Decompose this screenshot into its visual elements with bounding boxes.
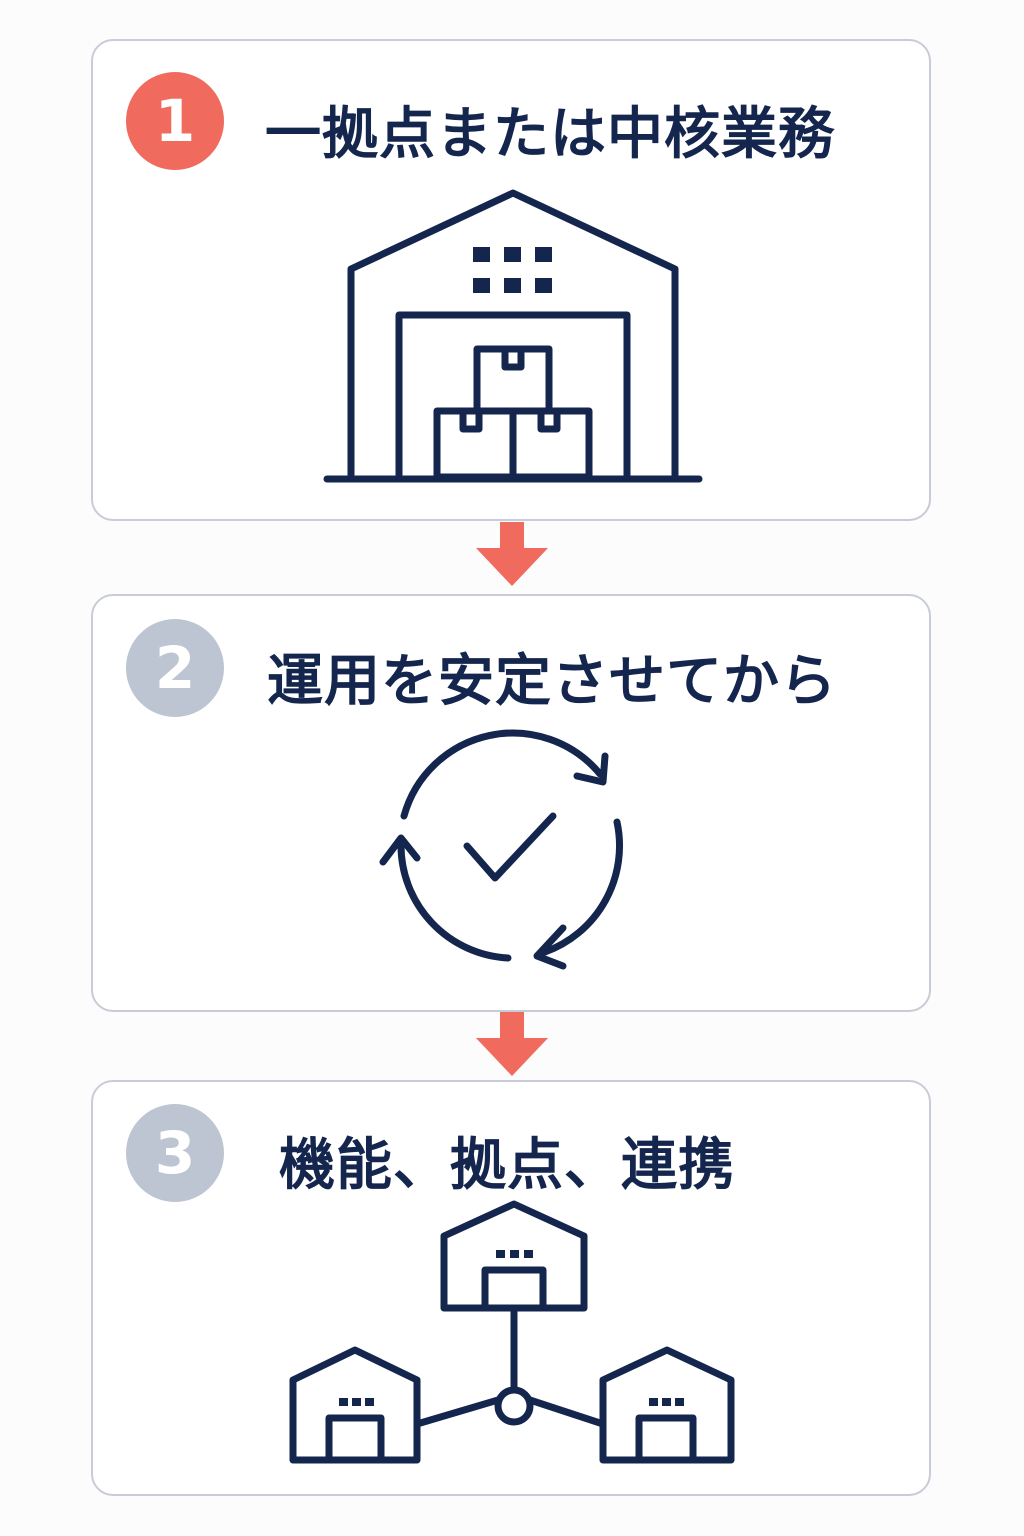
down-arrow-icon [476,1012,548,1076]
down-arrow-icon [476,522,548,586]
step-title-2: 運用を安定させてから [267,649,837,714]
connected-warehouses-icon [289,1200,735,1464]
step-number-badge-2: 2 [126,619,224,717]
step-card-1: 1 一拠点または中核業務 [91,39,931,521]
step-card-3: 3 機能、拠点、連携 [91,1080,931,1496]
step-title-1: 一拠点または中核業務 [265,102,835,167]
step-card-2: 2 運用を安定させてから [91,594,931,1012]
step-title-3: 機能、拠点、連携 [279,1133,735,1198]
step-number-badge-1: 1 [126,72,224,170]
warehouse-with-boxes-icon [323,189,703,483]
cycle-check-icon [379,729,624,970]
step-number-badge-3: 3 [126,1104,224,1202]
